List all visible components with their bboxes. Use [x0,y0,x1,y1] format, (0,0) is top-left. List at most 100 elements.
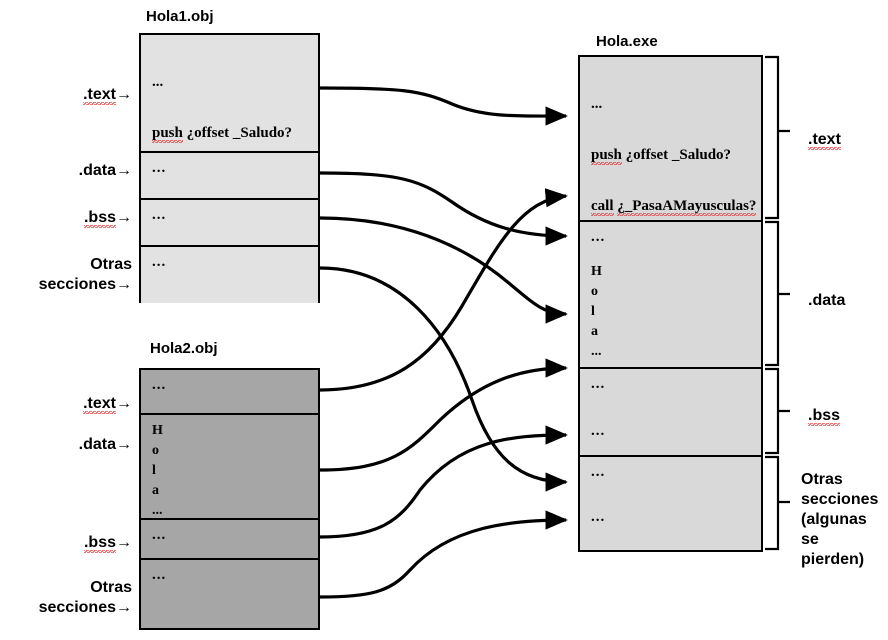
label-hola1-text-arrow: → [116,86,132,103]
hola2-char-o: o [152,443,159,458]
label-exe-otras-l1: Otras [801,471,843,488]
exe-data-dots-top: ... [591,229,606,245]
exe-token-call-1: call [591,198,614,216]
label-hola1-bss-arrow: → [116,209,132,226]
code-token-push-arg: ¿offset _Saludo? [186,125,293,141]
label-exe-otras-l4: se [801,531,819,548]
hola1-obj-title: Hola1.obj [146,8,214,25]
wire-hola1-bss-to-exe-bss [319,216,568,324]
label-hola2-text: .text→ [0,394,132,414]
exe-otras-dots-1: ... [591,464,606,480]
hola2-otras-dots: ... [152,567,167,583]
label-hola2-data-arrow: → [116,436,132,453]
label-hola1-text-word: .text [83,86,116,105]
label-hola1-data-arrow: → [116,162,132,179]
exe-char-h: H [591,264,602,279]
brace-text [765,55,790,220]
exe-otras-dots-2: ... [591,509,606,525]
wire-hola1-text-to-exe-text [319,86,568,126]
hola1-otras-dots: ... [152,254,167,270]
label-hola2-otras-arrow: → [116,599,132,616]
label-hola2-data: .data→ [0,435,132,455]
label-hola1-data-word: .data [78,162,116,179]
label-hola2-text-arrow: → [116,395,132,412]
hola2-char-h: H [152,423,163,438]
label-exe-text: .text [808,130,841,150]
hola1-obj-box: ... push ¿offset _Saludo? call ¿_PasaAMa… [139,33,320,303]
code-line-push: push ¿offset _Saludo? [152,125,318,143]
label-hola1-bss: .bss→ [0,208,132,228]
exe-section-bss: ... ... [580,369,761,457]
label-hola1-otras-line1: Otras [90,256,132,273]
hola1-section-otras: ... [141,247,318,303]
label-hola1-otras-word2: secciones [38,276,116,293]
label-hola1-data: .data→ [0,161,132,181]
hola1-section-data: ... [141,153,318,200]
exe-section-data: ... H o l a ... [580,222,761,369]
exe-char-o: o [591,284,598,299]
wire-hola2-text-to-exe-text [319,188,568,392]
label-exe-data-word: .data [808,292,846,309]
code-token-push: push [152,125,183,143]
hola1-section-text: ... push ¿offset _Saludo? call ¿_PasaAMa… [141,35,318,153]
label-exe-data: .data [808,291,845,311]
exe-token-call-arg-1: ¿_PasaAMayusculas? [617,198,757,216]
hola1-data-dots: ... [152,160,167,176]
wire-hola1-data-to-exe-data [319,171,568,246]
label-exe-otras-l5: pierden) [801,551,865,568]
label-hola1-otras-line2: secciones→ [0,275,132,295]
label-exe-otras-l2: secciones [801,491,879,508]
brace-data [765,220,790,367]
code-line-dots-1: ... [152,74,164,90]
label-exe-otras: Otras secciones (algunas se pierden) [801,470,878,570]
hola2-section-otras: ... [141,560,318,628]
exe-char-l: l [591,304,595,319]
label-hola1-otras-arrow: → [116,276,132,293]
hola2-text-dots: ... [152,377,167,393]
hola-exe-box: ... push ¿offset _Saludo? call ¿_PasaAMa… [578,55,763,552]
hola2-data-dots: ... [152,503,163,518]
label-hola2-otras-line2: secciones→ [0,598,132,618]
hola-exe-title: Hola.exe [596,33,658,50]
exe-section-text: ... push ¿offset _Saludo? call ¿_PasaAMa… [580,57,761,222]
exe-token-push-arg: ¿offset _Saludo? [625,147,732,163]
label-hola1-bss-word: .bss [83,209,116,228]
label-hola2-otras-word2: secciones [38,599,116,616]
exe-char-a: a [591,324,598,339]
exe-code-call-1: call ¿_PasaAMayusculas? [591,198,761,216]
label-exe-text-word: .text [808,131,841,150]
exe-data-dots-bottom: ... [591,344,602,359]
exe-bss-dots-2: ... [591,423,606,439]
label-hola2-bss-word: .bss [83,534,116,553]
exe-section-otras: ... ... [580,457,761,550]
exe-token-push: push [591,147,622,165]
label-hola2-otras-line1: Otras [90,579,132,596]
hola2-obj-title: Hola2.obj [150,340,218,357]
label-hola2-bss: .bss→ [0,533,132,553]
hola1-section-bss: ... [141,200,318,247]
label-hola1-otras: Otras secciones→ [0,255,132,295]
brace-otras [765,455,790,551]
label-hola2-text-word: .text [83,395,116,414]
exe-code-dots-1: ... [591,96,603,112]
exe-code-push: push ¿offset _Saludo? [591,147,761,165]
hola2-bss-dots: ... [152,527,167,543]
hola2-obj-box: ... H o l a ... ... ... [139,368,320,630]
hola2-section-data: H o l a ... [141,415,318,520]
wire-hola2-data-to-exe-data [319,358,568,472]
label-exe-otras-l3: (algunas [801,511,867,528]
label-hola1-text: .text→ [0,85,132,105]
label-exe-bss-word: .bss [808,407,841,426]
hola2-section-text: ... [141,370,318,415]
wire-hola2-otras-to-exe-otras [319,510,568,599]
exe-bss-dots-1: ... [591,376,606,392]
wire-hola2-bss-to-exe-bss [319,425,568,539]
hola1-bss-dots: ... [152,207,167,223]
label-hola2-data-word: .data [78,436,116,453]
wire-hola1-otras-to-exe-otras [319,266,568,492]
label-hola2-bss-arrow: → [116,534,132,551]
hola2-section-bss: ... [141,520,318,560]
